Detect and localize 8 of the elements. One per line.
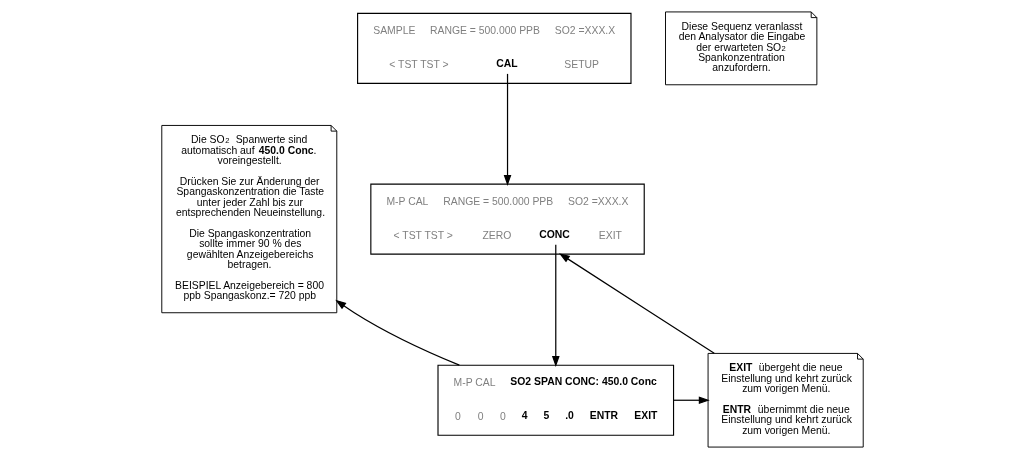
arrow — [551, 244, 560, 368]
arrow — [503, 73, 511, 186]
arrow — [558, 253, 715, 354]
node-box: M-P CAL SO2 SPAN CONC: 450.0 Conc 0 0 0 4 5 .0 ENTR EXIT — [436, 364, 674, 436]
arrow — [672, 396, 710, 405]
node-box: SAMPLE RANGE = 500.000 PPB SO2 =XXX.X < TST TST > CAL SETUP — [356, 12, 632, 84]
node-box: M-P CAL RANGE = 500.000 PPB SO2 =XXX.X < TST TST > ZERO CONC EXIT — [369, 183, 645, 255]
arrow — [334, 299, 460, 366]
